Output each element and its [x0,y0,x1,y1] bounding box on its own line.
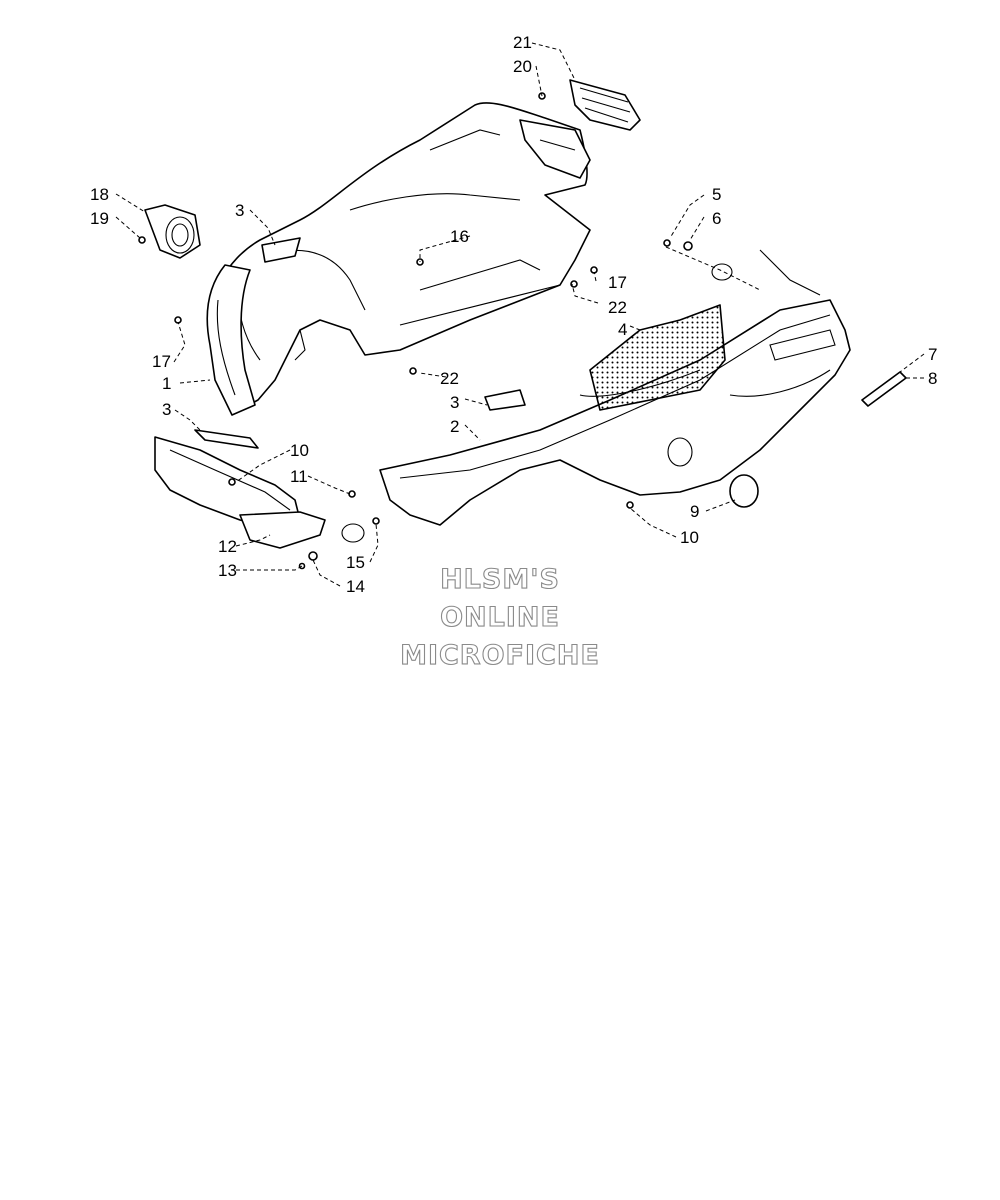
callout-labels: 21 20 18 19 3 16 5 6 17 22 4 17 1 22 7 8… [90,33,937,596]
callout-3-left: 3 [162,400,171,419]
callout-19: 19 [90,209,109,228]
side-duct [206,264,256,416]
callout-3-center: 3 [450,393,459,412]
watermark: HLSM'S ONLINE MICROFICHE [400,563,600,671]
callout-13: 13 [218,561,237,580]
watermark-line-2: ONLINE [440,602,560,633]
watermark-line-1: HLSM'S [440,564,560,595]
callout-15: 15 [346,553,365,572]
callout-10-left: 10 [290,441,309,460]
callout-18: 18 [90,185,109,204]
hood-panel [211,102,591,411]
callout-4: 4 [618,320,627,339]
callout-3-top: 3 [235,201,244,220]
callout-14: 14 [346,577,365,596]
callout-2: 2 [450,417,459,436]
callout-12: 12 [218,537,237,556]
bumper-bracket [861,371,907,407]
decals [194,237,526,449]
callout-22-right: 22 [608,298,627,317]
callout-6: 6 [712,209,721,228]
front-bumper [154,436,326,549]
watermark-line-3: MICROFICHE [400,640,600,671]
callout-17-right: 17 [608,273,627,292]
callout-5: 5 [712,185,721,204]
callout-11: 11 [290,467,308,486]
rear-grille [519,79,641,179]
callout-22-center: 22 [440,369,459,388]
side-panel [379,249,851,526]
callout-20: 20 [513,57,532,76]
callout-7: 7 [928,345,937,364]
callout-10-right: 10 [680,528,699,547]
leader-lines [115,42,925,587]
callout-21: 21 [513,33,532,52]
callout-8: 8 [928,369,937,388]
side-cap [729,474,759,508]
callout-9: 9 [690,502,699,521]
callout-16: 16 [450,227,469,246]
callout-1: 1 [162,374,171,393]
callout-17-left: 17 [152,352,171,371]
headlight-boot [144,204,201,259]
